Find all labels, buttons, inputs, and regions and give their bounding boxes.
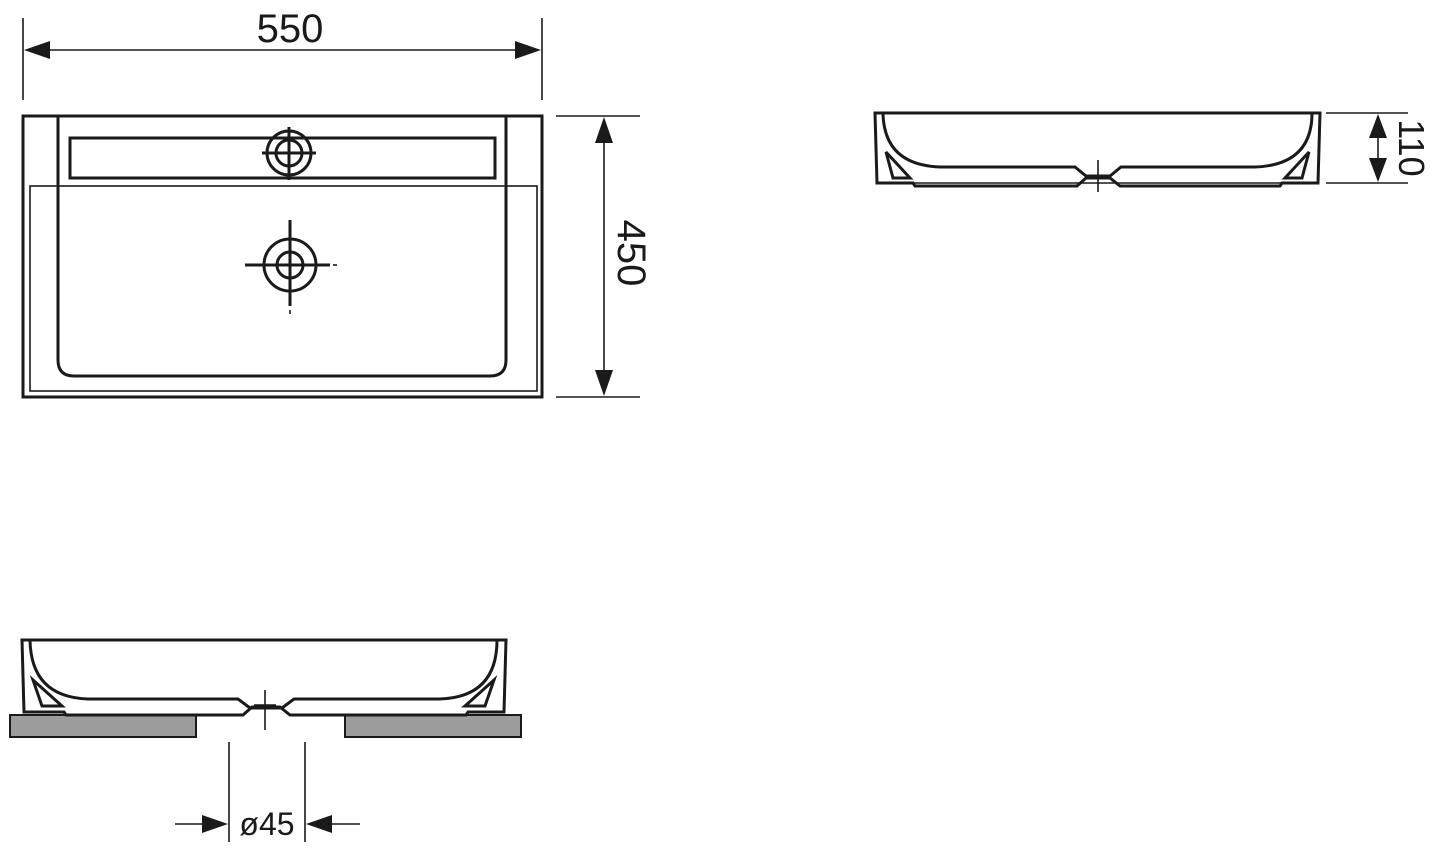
top-view: 550 450	[21, 7, 653, 399]
drain-diameter-dimension: ø45	[175, 742, 360, 842]
tap-hole	[262, 127, 316, 180]
depth-label: 450	[609, 220, 653, 287]
tap-shelf	[68, 136, 497, 180]
width-dimension: 550	[22, 7, 543, 100]
basin-bowl	[56, 116, 508, 378]
depth-dimension: 450	[556, 115, 653, 398]
height-dimension: 110	[1326, 112, 1432, 184]
front-bowl-curve	[28, 639, 499, 710]
front-outline	[20, 638, 508, 717]
side-view: 110	[873, 111, 1432, 192]
countertop-right	[344, 714, 522, 738]
basin-deck	[29, 185, 538, 392]
height-label: 110	[1391, 119, 1432, 176]
drain-label: ø45	[239, 806, 294, 842]
basin-outline	[21, 114, 544, 399]
countertop-left	[9, 714, 197, 738]
width-label: 550	[257, 7, 324, 51]
front-view: ø45	[9, 638, 522, 842]
drain-hole	[245, 220, 337, 314]
